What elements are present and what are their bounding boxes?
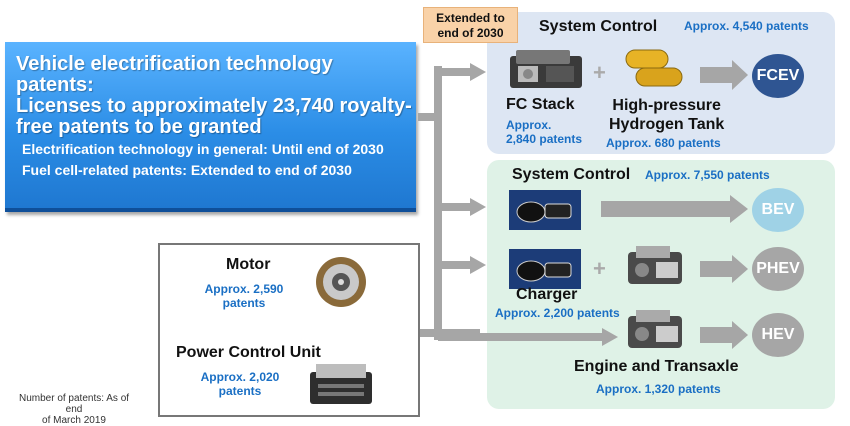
charger-patents: Approx. 2,200 patents [495, 306, 620, 320]
pcu-patents-line-1: Approx. 2,020 [200, 370, 280, 384]
pcu-patents: Approx. 2,020 patents [196, 370, 284, 398]
motor-pcu-box [158, 243, 420, 417]
intro-box [5, 42, 416, 212]
tank-label-line-1: High-pressure [612, 97, 721, 114]
intro-title-line-2: Licenses to approximately 23,740 royalty… [16, 95, 412, 117]
charger-image-2 [509, 249, 581, 289]
motor-patents-line-1: Approx. 2,590 [204, 282, 284, 296]
flow-arrows [418, 60, 748, 349]
fc-stack-patents: Approx. 2,840 patents [506, 118, 582, 146]
fc-plus: + [593, 60, 606, 85]
motor-patents: Approx. 2,590 patents [200, 282, 288, 310]
hydrogen-tank-label: High-pressure Hydrogen Tank [609, 96, 724, 134]
patent-count-note: Number of patents: As of end of March 20… [14, 393, 134, 426]
engine-label: Engine and Transaxle [574, 358, 739, 375]
intro-title: Vehicle electrification technology paten… [16, 54, 416, 138]
motor-label: Motor [226, 256, 271, 273]
hydrogen-tank-patents: Approx. 680 patents [606, 136, 721, 150]
pcu-label: Power Control Unit [176, 344, 321, 361]
intro-line-fuel-cell: Fuel cell-related patents: Extended to e… [22, 162, 352, 178]
arrow-to-phev [470, 256, 486, 274]
badge-line-1: Extended to [436, 11, 505, 25]
phev-circle: PHEV [752, 247, 804, 291]
tank-label-line-2: Hydrogen Tank [609, 116, 725, 133]
trunk-stub [418, 113, 438, 121]
fcev-circle: FCEV [752, 54, 804, 98]
ev-system-control-label: System Control [512, 166, 631, 183]
ev-system-control-patents: Approx. 7,550 patents [645, 168, 770, 182]
pcu-patents-line-2: patents [218, 384, 262, 398]
intro-title-line-1: Vehicle electrification technology paten… [16, 53, 333, 96]
arrow-to-fcev [470, 63, 486, 81]
ev-plus: + [593, 256, 606, 281]
motor-image [316, 257, 366, 307]
motor-patents-line-2: patents [222, 296, 266, 310]
fc-system-control-label: System Control [539, 18, 658, 35]
block-arrow-phev [732, 255, 748, 283]
engine-image-1 [628, 246, 682, 284]
engine-image-2 [628, 310, 682, 348]
badge-line-2: end of 2030 [437, 26, 504, 40]
bev-circle: BEV [752, 188, 804, 232]
fc-stack-patents-line-2: 2,840 patents [506, 132, 583, 146]
note-line-1: Number of patents: As of end [18, 393, 130, 415]
fc-stack-label: FC Stack [506, 96, 575, 113]
fc-stack-patents-line-1: Approx. [506, 118, 552, 132]
arrow-to-bev [470, 198, 486, 216]
fc-system-control-patents: Approx. 4,540 patents [684, 19, 809, 33]
engine-patents: Approx. 1,320 patents [596, 382, 721, 396]
intro-title-line-3: free patents to be granted [16, 116, 262, 138]
arrow-to-hev [602, 328, 618, 346]
hev-circle: HEV [752, 313, 804, 357]
block-arrow-fcev [732, 60, 748, 90]
charger-image-1 [509, 190, 581, 230]
pcu-image [310, 364, 372, 404]
fc-stack-image [510, 50, 582, 88]
intro-line-general: Electrification technology in general: U… [22, 141, 384, 157]
block-arrow-hev [732, 321, 748, 349]
charger-label: Charger [516, 286, 578, 303]
extended-badge: Extended to end of 2030 [423, 7, 518, 43]
hydrogen-tank-image [625, 49, 683, 87]
block-arrow-bev [730, 195, 748, 223]
